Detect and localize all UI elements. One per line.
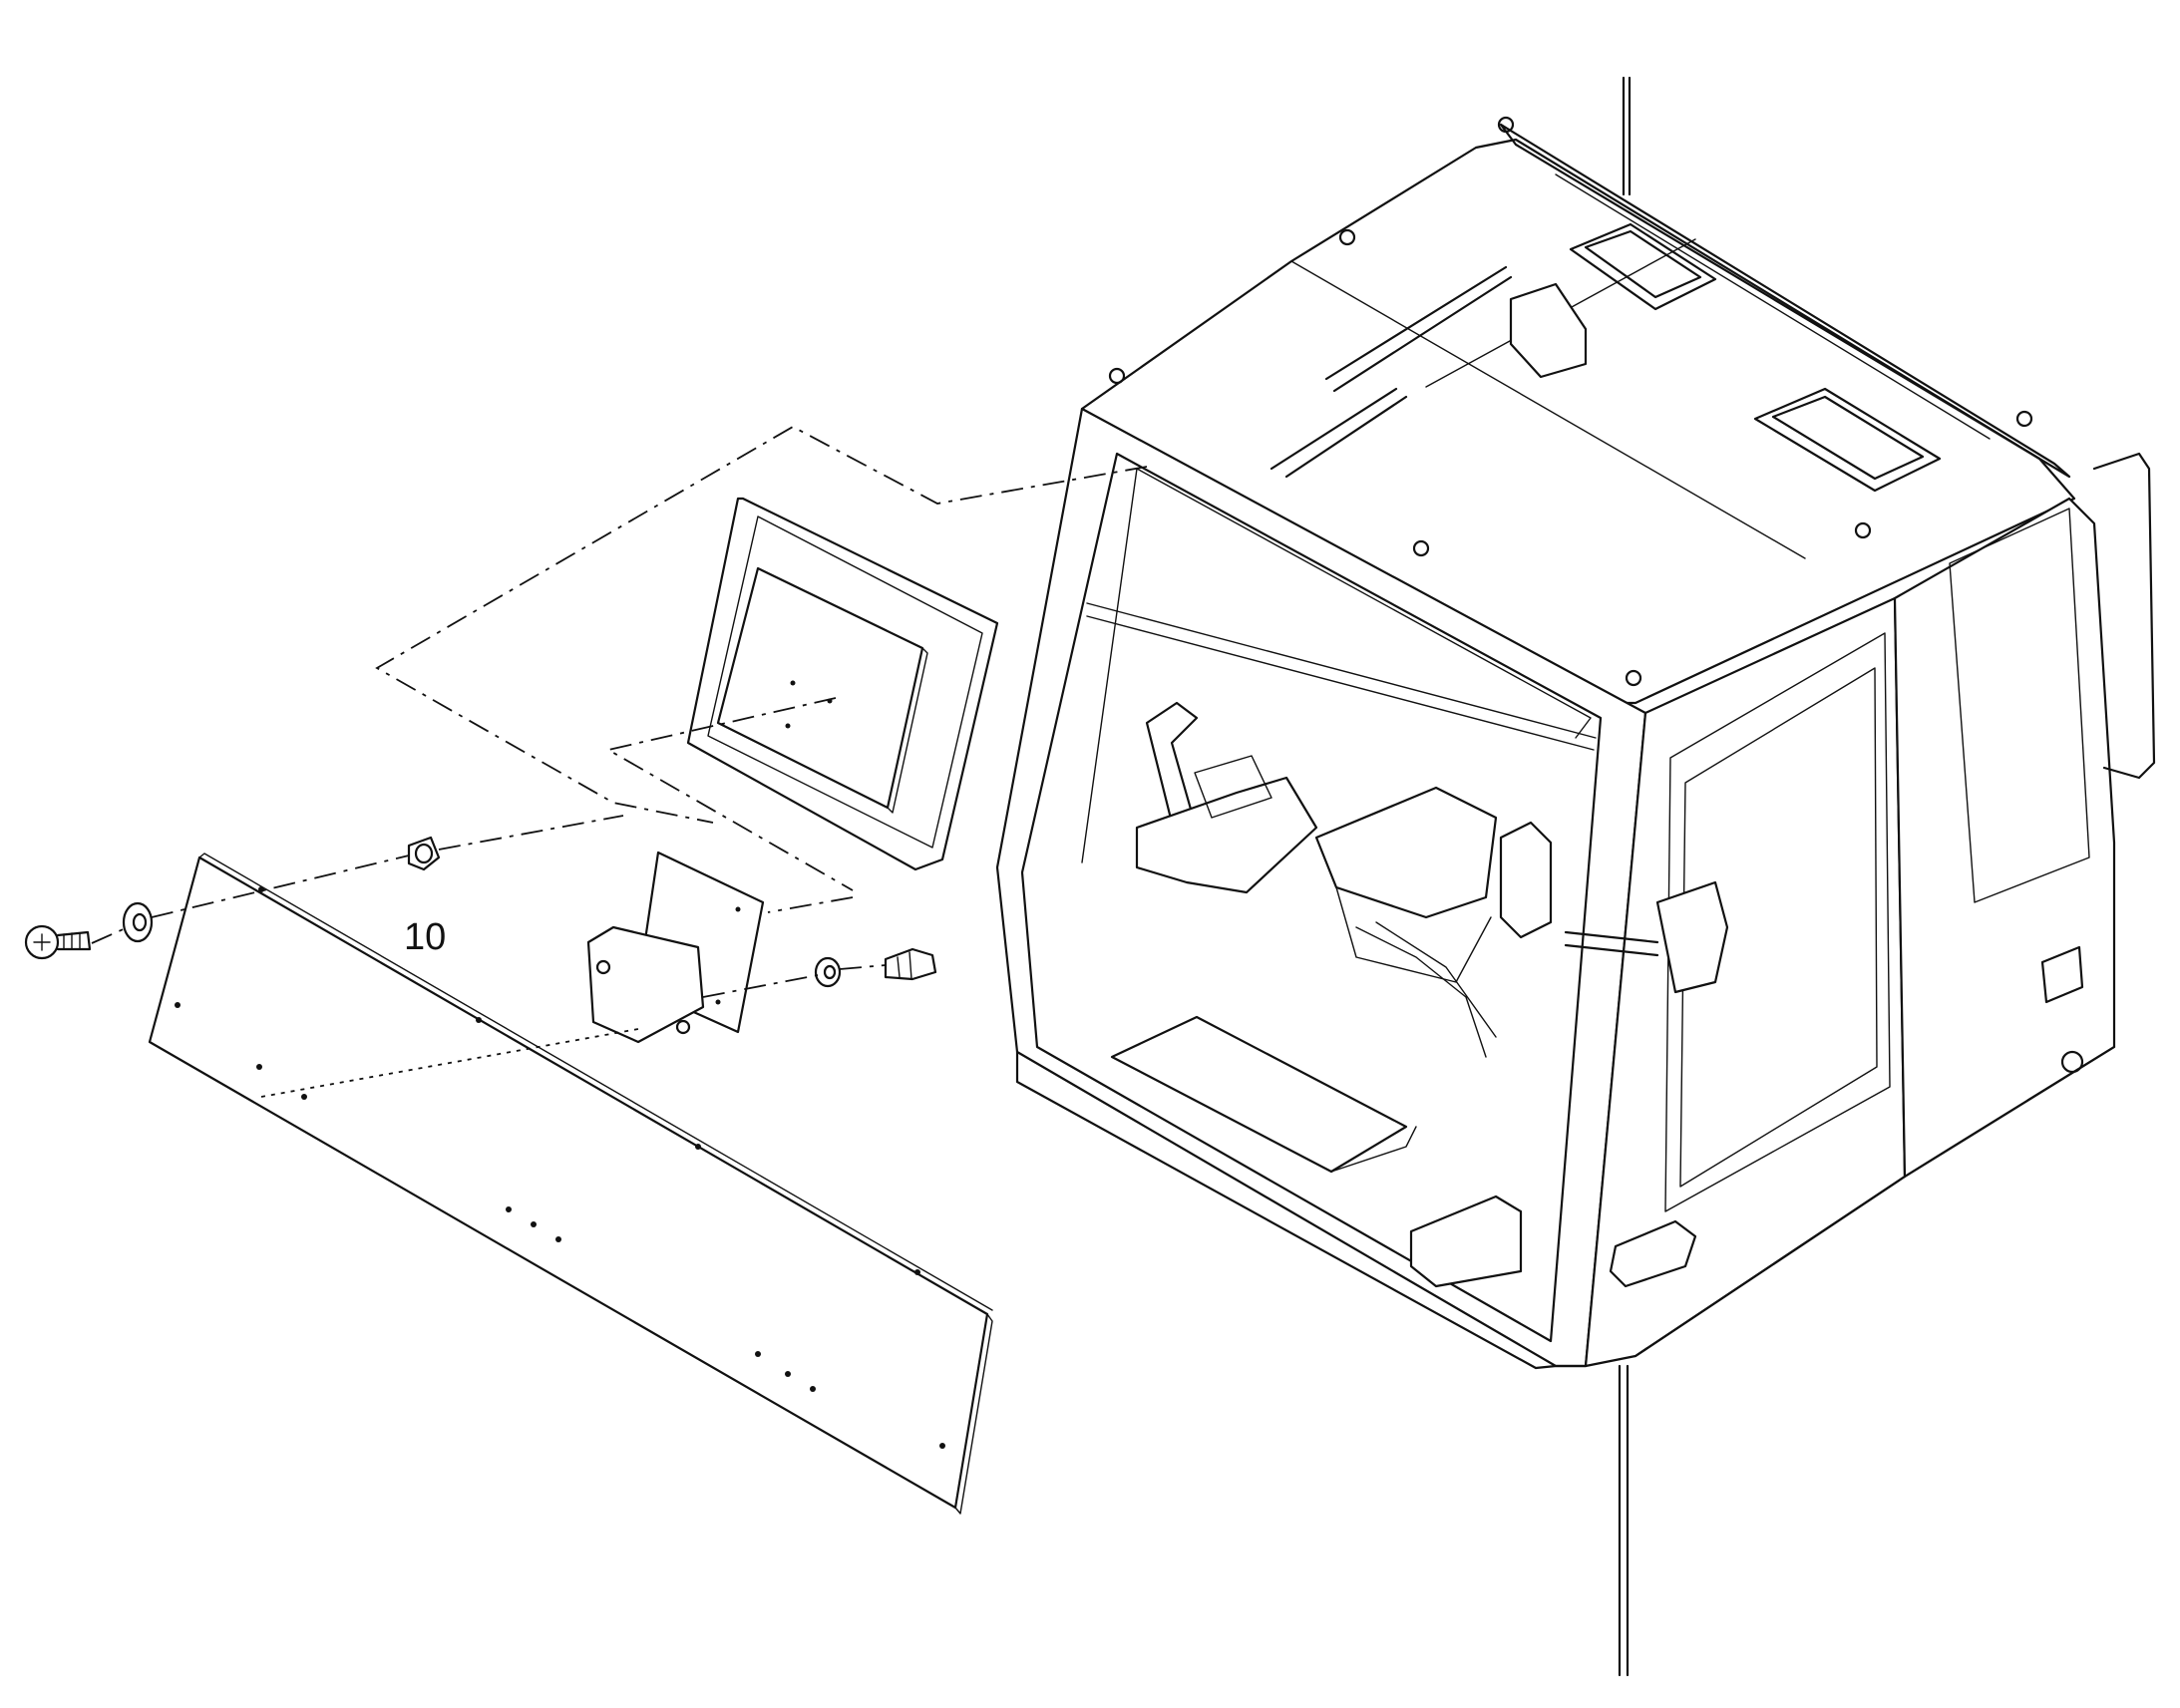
cab-interior	[1110, 701, 1553, 1288]
console-keypad	[1194, 755, 1272, 819]
mirror-arm	[1564, 930, 1659, 957]
interior-wiring	[1355, 921, 1497, 1058]
front-window-upper	[1081, 468, 1592, 863]
floor-mat-box	[1409, 1195, 1523, 1288]
leader-bolt-chain-left	[91, 815, 624, 944]
display-monitor	[686, 497, 999, 871]
floor-plate-edge	[1330, 1126, 1417, 1173]
door-window	[1664, 632, 1891, 1212]
cover-panel	[148, 853, 993, 1515]
callout-10: 10	[404, 916, 446, 958]
roof-wiper-motor	[1509, 282, 1588, 379]
roof-rail	[1499, 123, 2071, 479]
bracket-angle	[586, 925, 705, 1044]
wiper-arm	[1270, 265, 1513, 479]
bolt-left	[24, 924, 92, 960]
roof-vent-2	[1753, 387, 1942, 493]
side-connector	[2040, 945, 2084, 1004]
cab-front-opening	[1020, 452, 1603, 1343]
cover-panel-plate	[148, 855, 989, 1510]
lifting-eyes	[1108, 116, 2033, 687]
cab-rear-side	[1893, 497, 2116, 1179]
cover-panel-holes	[175, 886, 945, 1449]
antenna-bottom	[1618, 1364, 1630, 1677]
right-console-box	[1499, 821, 1553, 939]
bolt-right	[884, 947, 937, 981]
leader-monitor-to-cab	[375, 425, 1148, 824]
monitor-screen-depth	[887, 647, 928, 814]
antenna-top	[1622, 76, 1632, 196]
leader-bolt-chain-right	[702, 964, 887, 998]
cab-base	[1015, 1045, 2116, 1370]
nut	[407, 836, 441, 871]
rear-grab-handle	[2092, 452, 2156, 780]
left-console	[1135, 776, 1318, 894]
roof-vent-1	[1569, 222, 1717, 311]
side-mirror	[1655, 880, 1729, 994]
monitor-bezel	[707, 515, 983, 849]
assembly-leader-lines	[91, 425, 1148, 1098]
operator-cab	[995, 76, 2156, 1677]
leader-monitor-to-bracket	[605, 697, 854, 913]
monitor-bracket	[586, 851, 765, 1044]
door-handle	[1609, 1219, 1697, 1288]
rear-side-window	[1949, 508, 2090, 903]
cover-panel-lip	[198, 853, 993, 1515]
fastener-hardware	[24, 836, 937, 988]
washer-right	[814, 956, 842, 988]
leader-panel-to-bracket	[260, 1028, 639, 1098]
seat-base	[1335, 886, 1492, 983]
washer-left	[122, 901, 154, 943]
floor-plate	[1110, 1015, 1408, 1174]
cab-inner-crossbar	[1086, 602, 1597, 751]
